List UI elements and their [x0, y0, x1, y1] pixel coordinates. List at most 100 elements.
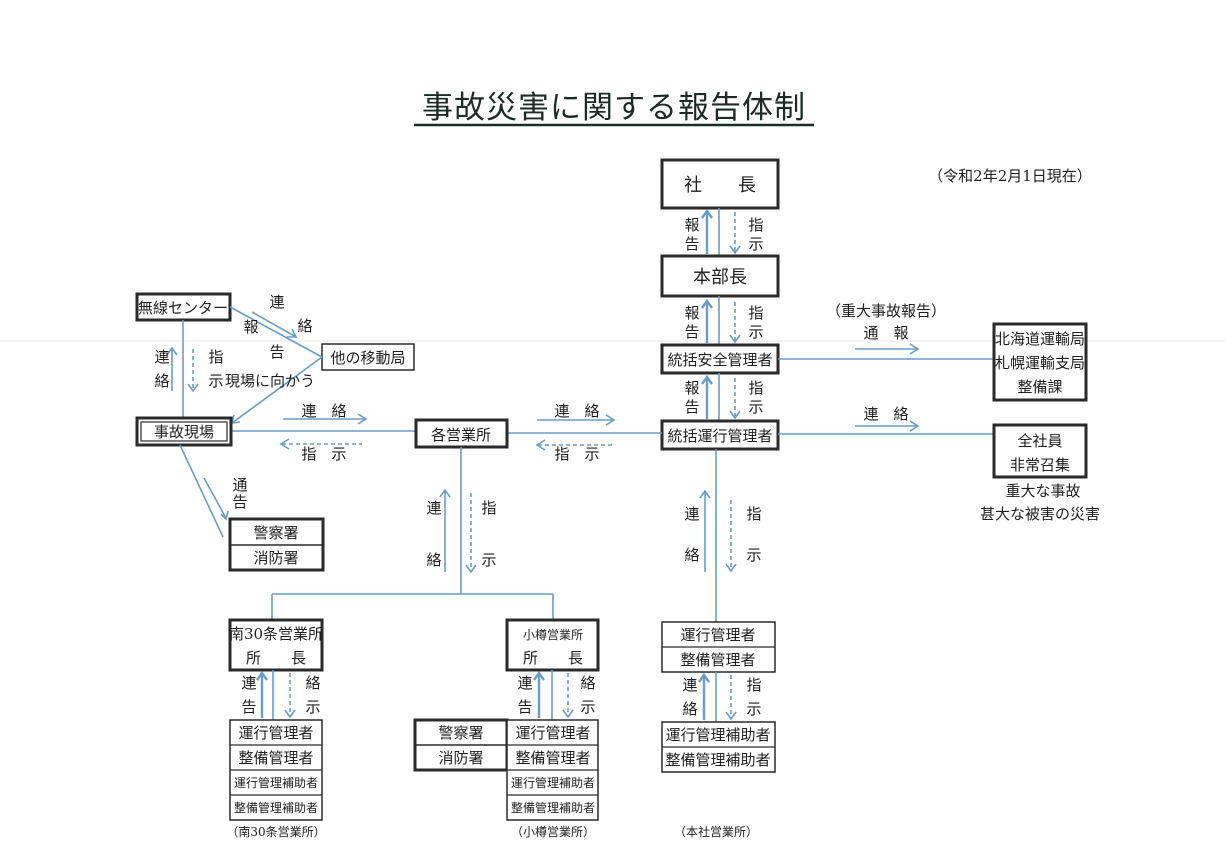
minami30-caption: （南30条営業所）: [226, 824, 325, 839]
contact-arrow-up: [698, 672, 710, 720]
transport-bureau-line-3: 整備課: [1017, 378, 1062, 396]
all-staff-note-1: 重大な事故: [1005, 482, 1080, 500]
contact-arrow-diagonal: [251, 311, 298, 338]
instruct-arrow-left: [279, 438, 362, 450]
node-honsha-assistants: 運行管理補助者 整備管理補助者: [661, 721, 776, 773]
label-instruct-1a: 指: [748, 216, 763, 234]
otaru-police-label: 警察署: [438, 724, 483, 742]
report-arrow-up: [256, 670, 268, 718]
honsha-instruct-b: 示: [746, 700, 761, 718]
instruct-arrow-left: [535, 439, 614, 451]
instruct-arrow-down: [725, 500, 737, 573]
label-instruct-3b: 示: [748, 398, 763, 416]
connector-mobile-site: [231, 356, 323, 424]
all-staff-line-1: 全社員: [1017, 432, 1062, 450]
node-operations-manager-label: 統括運行管理者: [667, 427, 772, 445]
label-instruct-2a: 指: [748, 304, 763, 322]
node-branches: 各営業所: [414, 418, 509, 449]
instruct-arrow-down: [562, 673, 574, 719]
node-accident-site: 事故現場: [135, 416, 233, 447]
label-contact-site: 連 絡: [301, 402, 346, 420]
instruct-arrow-down: [284, 673, 296, 719]
node-police-fire-1: 警察署 消防署: [228, 517, 325, 572]
label-instruct-2b: 示: [748, 323, 763, 341]
as-of-date: （令和2年2月1日現在）: [928, 167, 1092, 185]
label-instruct-branch-b: 示: [481, 551, 496, 569]
label-report-1b: 告: [684, 235, 699, 253]
honsha-contact-a: 連: [682, 676, 697, 694]
label-notify-b: 告: [232, 493, 247, 511]
label-instruct-site: 指 示: [301, 445, 346, 463]
otaru-staff-1: 運行管理者: [515, 724, 590, 742]
node-honsha-managers: 運行管理者 整備管理者: [661, 621, 776, 673]
label-contact-branches: 連 絡: [554, 402, 599, 420]
label-notify-a: 通: [232, 476, 247, 494]
node-president-label: 社 長: [684, 175, 756, 196]
label-contact-honsha-b: 絡: [684, 546, 699, 564]
label-serious-report: （重大事故報告）: [826, 302, 946, 320]
contact-arrow-right: [283, 413, 368, 425]
label-radio-contact-a: 連: [269, 293, 284, 311]
label-contact-honsha-a: 連: [684, 505, 699, 523]
label-instruct-branches: 指 示: [554, 445, 599, 463]
otaru-staff-4: 整備管理補助者: [511, 800, 595, 815]
label-radio-contact-b: 絡: [297, 317, 312, 335]
honsha-instruct-a: 指: [746, 676, 761, 694]
honsha-assistant-1: 運行管理補助者: [665, 726, 770, 744]
label-contact-branch-b: 絡: [426, 551, 441, 569]
node-branches-label: 各営業所: [431, 426, 491, 444]
notify-arrow-diagonal: [203, 477, 229, 521]
all-staff-note-2: 甚大な被害の災害: [980, 505, 1100, 523]
label-notify: 通 報: [863, 324, 908, 342]
label-contact-radio-a: 連: [154, 348, 169, 366]
minami30-staff-4: 整備管理補助者: [234, 800, 318, 815]
node-radio-center: 無線センター: [135, 292, 232, 322]
honsha-contact-b: 絡: [682, 700, 697, 718]
label-report-1a: 報: [684, 216, 699, 234]
contact-arrow-right: [537, 414, 616, 426]
transport-bureau-line-2: 札幌運輸支局: [995, 354, 1085, 372]
node-radio-center-label: 無線センター: [138, 299, 228, 317]
node-president: 社 長: [660, 158, 780, 210]
label-instruct-1b: 示: [748, 235, 763, 253]
honsha-manager-2: 整備管理者: [680, 651, 755, 669]
connector-site-police: [179, 444, 224, 538]
report-arrow-up: [701, 208, 713, 254]
label-contact-allstaff: 連 絡: [863, 405, 908, 423]
label-instruct-3a: 指: [748, 379, 763, 397]
minami30-right-a: 絡: [305, 674, 320, 692]
label-go-to-site: 現場に向かう: [225, 372, 315, 390]
label-instruct-honsha-b: 示: [746, 546, 761, 564]
label-report-3a: 報: [684, 379, 699, 397]
instruct-arrow-down: [729, 378, 741, 420]
page-title: 事故災害に関する報告体制: [422, 90, 806, 126]
node-minami30-staff: 運行管理者 整備管理者 運行管理補助者 整備管理補助者: [229, 719, 323, 821]
otaru-fire-label: 消防署: [438, 749, 483, 767]
otaru-left-b: 告: [517, 698, 532, 716]
instruct-arrow-down: [187, 349, 199, 393]
label-instruct-radio-b: 示: [208, 372, 223, 390]
instruct-arrow-down: [725, 675, 737, 721]
node-division-head: 本部長: [660, 254, 780, 298]
notify-arrow-right: [855, 343, 920, 355]
connector-radio-mobile: [229, 306, 323, 358]
contact-arrow-up: [439, 488, 451, 572]
otaru-caption: （小樽営業所）: [511, 824, 595, 839]
otaru-right-b: 示: [580, 698, 595, 716]
contact-arrow-right: [855, 420, 920, 432]
otaru-head-line-2: 所 長: [523, 649, 583, 667]
node-minami30-head: 南30条営業所 所 長: [228, 618, 324, 672]
node-other-mobile: 他の移動局: [321, 343, 415, 371]
report-arrow-up: [701, 374, 713, 419]
label-contact-branch-a: 連: [426, 499, 441, 517]
node-transport-bureau: 北海道運輸局 札幌運輸支局 整備課: [992, 322, 1088, 402]
minami30-staff-2: 整備管理者: [238, 749, 313, 767]
minami30-staff-1: 運行管理者: [238, 724, 313, 742]
instruct-arrow-down: [465, 493, 477, 574]
node-all-staff: 全社員 非常召集: [992, 423, 1088, 479]
otaru-staff-2: 整備管理者: [515, 749, 590, 767]
otaru-head-line-1: 小樽営業所: [523, 627, 583, 642]
all-staff-line-2: 非常召集: [1010, 456, 1070, 474]
node-other-mobile-label: 他の移動局: [330, 349, 405, 367]
minami30-head-line-2: 所 長: [246, 649, 306, 667]
